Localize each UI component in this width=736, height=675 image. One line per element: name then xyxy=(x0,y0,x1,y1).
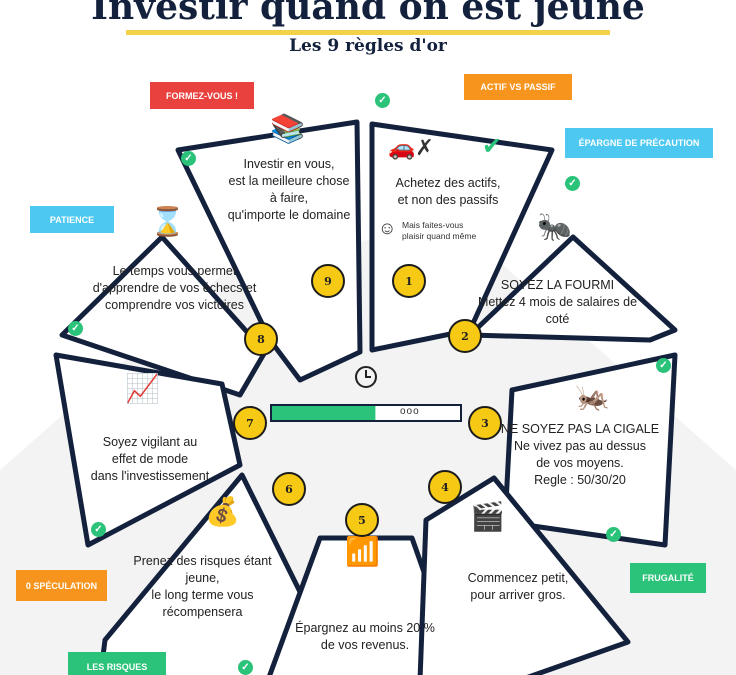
rule-5-text: Épargnez au moins 20 % de vos revenus. xyxy=(295,621,435,652)
panel-8 xyxy=(59,234,268,398)
head-smile-icon: ☺ xyxy=(378,218,397,238)
rule-1-text: Achetez des actifs, et non des passifs xyxy=(395,176,501,207)
rule-number-2: 2 xyxy=(448,319,482,353)
rule-6-text: Prenez des risques étant jeune, le long … xyxy=(133,554,272,619)
books-icon: 📚 xyxy=(270,113,305,144)
car-crossed-icon: 🚗✗ xyxy=(388,135,434,160)
rule-1-note: Mais faites-vous plaisir quand même xyxy=(402,220,477,241)
check-icon: ✓ xyxy=(238,660,253,675)
rule-number-1: 1 xyxy=(392,264,426,298)
rule-number-4: 4 xyxy=(428,470,462,504)
rule-2-text: SOYEZ LA FOURMI Mettez 4 mois de salaire… xyxy=(477,278,638,326)
check-icon: ✓ xyxy=(606,527,621,542)
tag-actif-passif: ACTIF VS PASSIF xyxy=(464,74,572,100)
title-underline xyxy=(126,30,610,35)
rule-number-3: 3 xyxy=(468,406,502,440)
rule-number-9: 9 xyxy=(311,264,345,298)
rule-3-text: NE SOYEZ PAS LA CIGALE Ne vivez pas au d… xyxy=(500,422,660,487)
rule-9-text: Investir en vous, est la meilleure chose… xyxy=(227,157,351,222)
ant-icon: 🐜 xyxy=(537,211,572,242)
panel-7 xyxy=(53,352,243,548)
tag-frugalite: FRUGALITÉ xyxy=(630,563,706,593)
panel-9 xyxy=(175,119,363,383)
check-icon: ✓ xyxy=(91,522,106,537)
rule-number-7: 7 xyxy=(233,406,267,440)
progress-bar-fill xyxy=(272,406,376,420)
money-balance-icon: 💰 xyxy=(205,496,240,527)
building-check-icon: ✔ xyxy=(482,133,503,160)
cicada-icon: 🦗 xyxy=(575,381,610,412)
tag-patience: PATIENCE xyxy=(30,206,114,233)
check-icon: ✓ xyxy=(68,321,83,336)
check-icon: ✓ xyxy=(375,93,390,108)
clapperboard-icon: 🎬 xyxy=(470,501,505,532)
clock-icon xyxy=(355,366,377,388)
progress-label: ooo xyxy=(400,406,420,417)
tag-risques: LES RISQUES xyxy=(68,652,166,675)
page-subtitle: Les 9 règles d'or xyxy=(289,36,447,56)
rule-4-text: Commencez petit, pour arriver gros. xyxy=(467,571,569,602)
tag-epargne: ÉPARGNE DE PRÉCAUTION xyxy=(565,128,713,158)
trader-icon: 📈 xyxy=(125,373,160,404)
rule-number-6: 6 xyxy=(272,472,306,506)
rule-8-text: Le temps vous permet d'apprendre de vos … xyxy=(92,264,257,312)
panel-2 xyxy=(467,234,678,343)
hourglass-icon: ⌛ xyxy=(150,206,185,237)
rule-7-text: Soyez vigilant au effet de mode dans l'i… xyxy=(90,435,210,483)
tag-speculation: 0 SPÉCULATION xyxy=(16,570,107,601)
rule-number-8: 8 xyxy=(244,322,278,356)
panel-5 xyxy=(267,535,463,675)
check-icon: ✓ xyxy=(181,151,196,166)
tag-formez-vous: FORMEZ-VOUS ! xyxy=(150,82,254,109)
panel-4 xyxy=(417,475,631,675)
growth-chart-icon: 📶 xyxy=(345,536,380,567)
rule-number-5: 5 xyxy=(345,503,379,537)
check-icon: ✓ xyxy=(656,358,671,373)
check-icon: ✓ xyxy=(565,176,580,191)
page-title: Investir quand on est jeune xyxy=(91,0,645,28)
